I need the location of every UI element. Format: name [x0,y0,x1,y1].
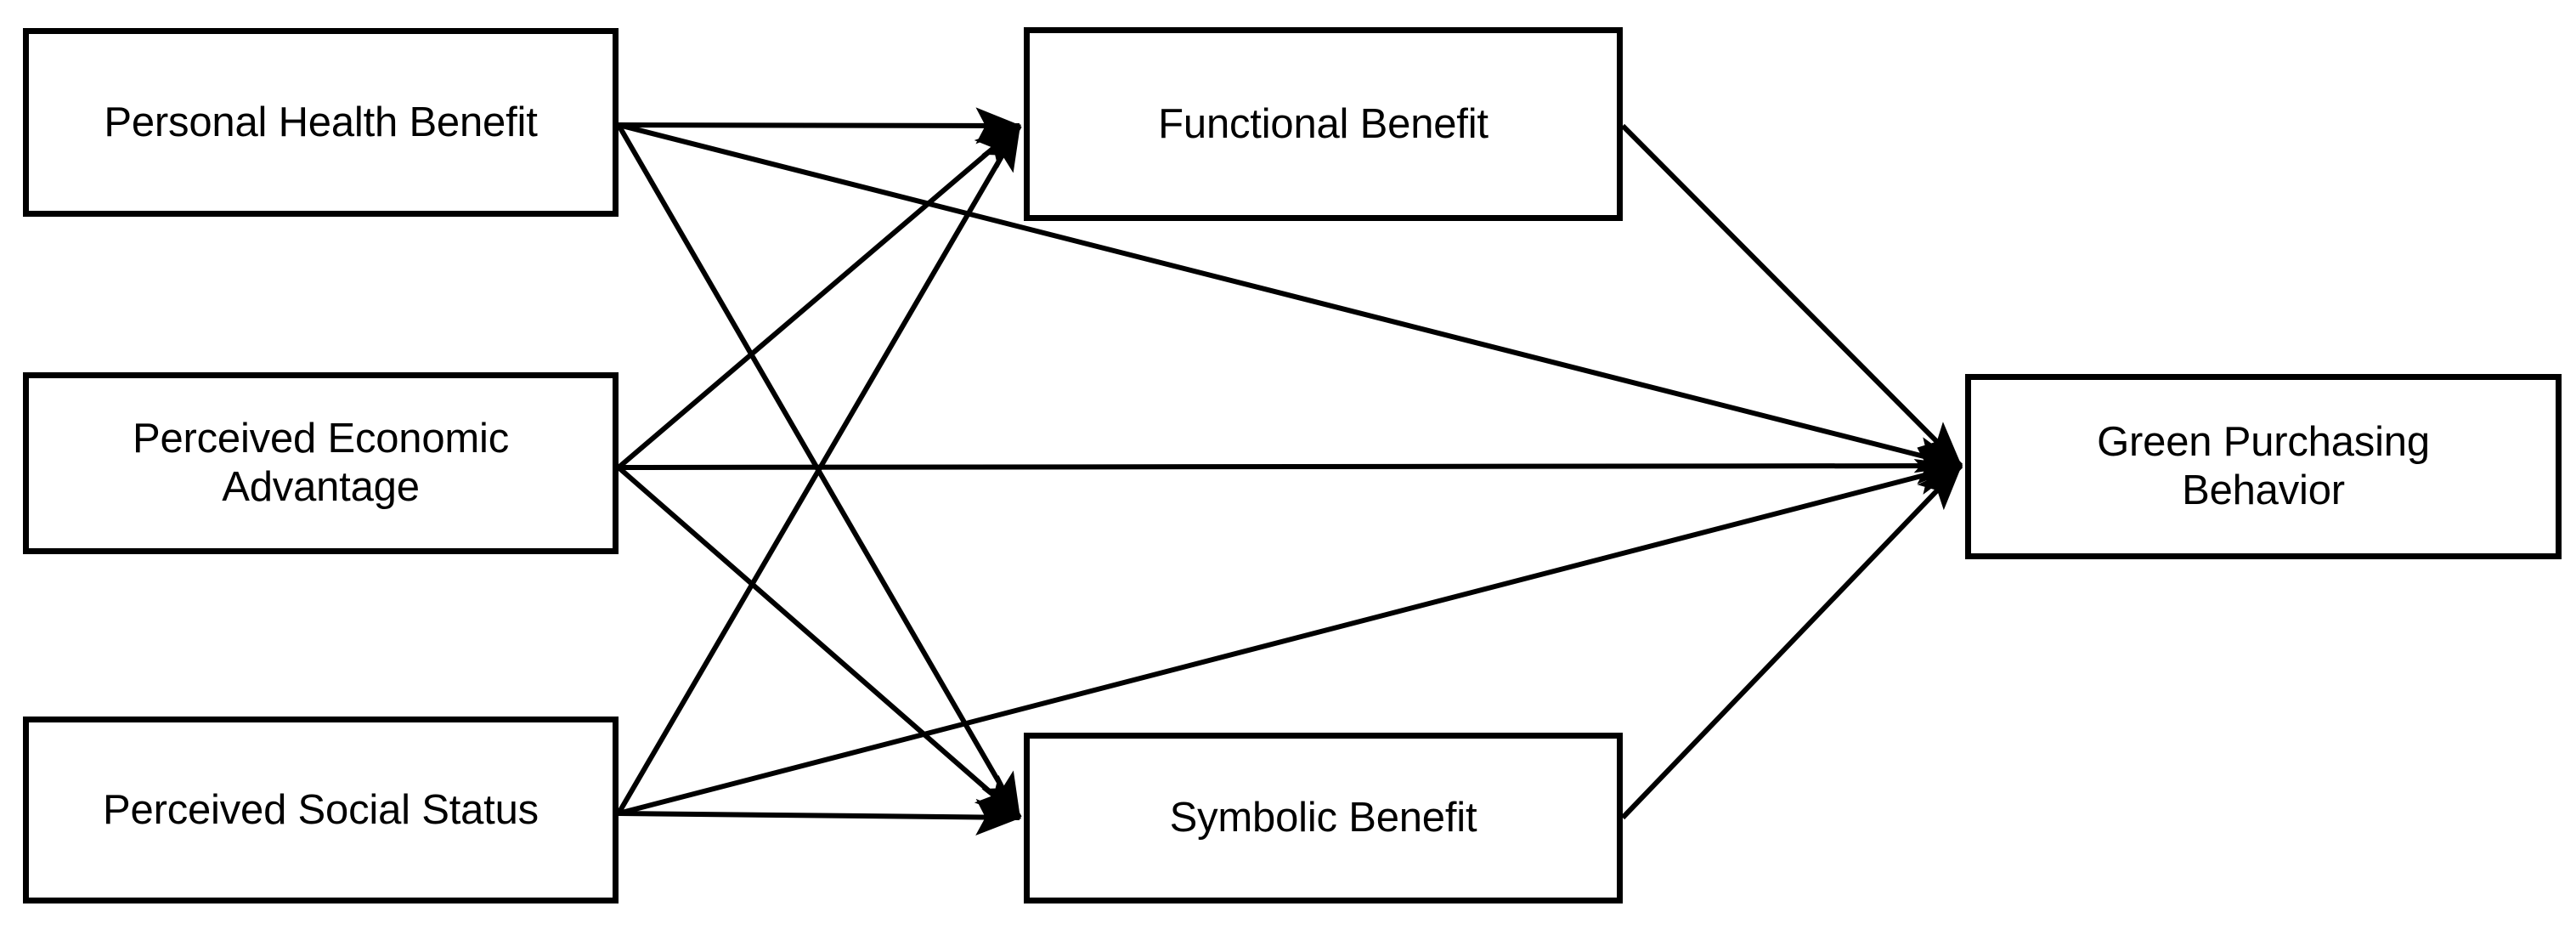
node-label-personal-health-benefit: Personal Health Benefit [104,99,538,145]
node-label-perceived-social-status: Perceived Social Status [103,786,539,833]
edge-perceived-social-status-to-functional-benefit [616,123,1022,815]
edge-personal-health-benefit-to-functional-benefit [618,107,1022,144]
node-label-functional-benefit: Functional Benefit [1158,100,1489,147]
edge-perceived-economic-advantage-to-symbolic-benefit [617,465,1021,820]
node-personal-health-benefit[interactable]: Personal Health Benefit [23,28,619,217]
node-perceived-social-status[interactable]: Perceived Social Status [23,717,619,904]
edge-group [616,107,1963,836]
node-functional-benefit[interactable]: Functional Benefit [1024,27,1623,221]
node-perceived-economic-advantage[interactable]: Perceived Economic Advantage [23,372,619,554]
node-label-symbolic-benefit: Symbolic Benefit [1169,795,1477,841]
node-label-perceived-economic-advantage: Perceived Economic Advantage [132,416,510,510]
node-label-green-purchasing-behavior: Green Purchasing Behavior [2097,419,2430,513]
edge-perceived-social-status-to-green-purchasing-behavior [618,459,1963,816]
node-symbolic-benefit[interactable]: Symbolic Benefit [1024,733,1623,904]
edge-perceived-economic-advantage-to-green-purchasing-behavior [618,447,1963,484]
edge-personal-health-benefit-to-green-purchasing-behavior [618,122,1963,473]
edge-perceived-social-status-to-symbolic-benefit [618,798,1022,836]
edge-symbolic-benefit-to-green-purchasing-behavior [1620,463,1963,820]
edge-perceived-economic-advantage-to-functional-benefit [617,123,1021,470]
node-green-purchasing-behavior[interactable]: Green Purchasing Behavior [1965,374,2562,559]
edge-functional-benefit-to-green-purchasing-behavior [1620,123,1963,468]
